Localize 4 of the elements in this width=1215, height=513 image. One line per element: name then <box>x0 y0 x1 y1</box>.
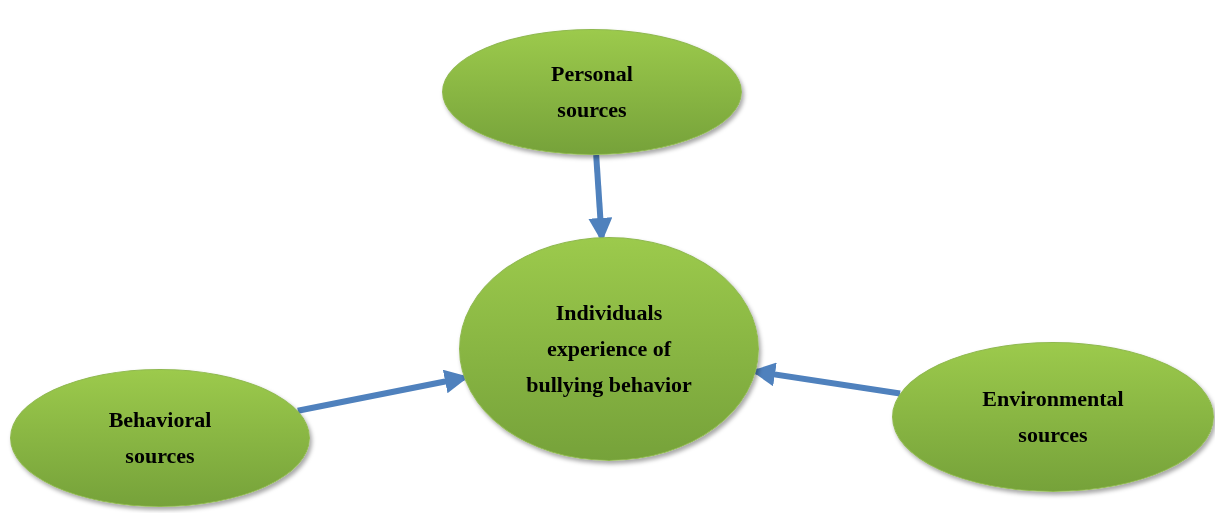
node-label: Individuals experience of bullying behavior <box>525 299 693 399</box>
node-label: Personal sources <box>550 60 634 124</box>
node-label: Environmental sources <box>981 385 1125 449</box>
node-label: Behavioral sources <box>107 406 213 470</box>
